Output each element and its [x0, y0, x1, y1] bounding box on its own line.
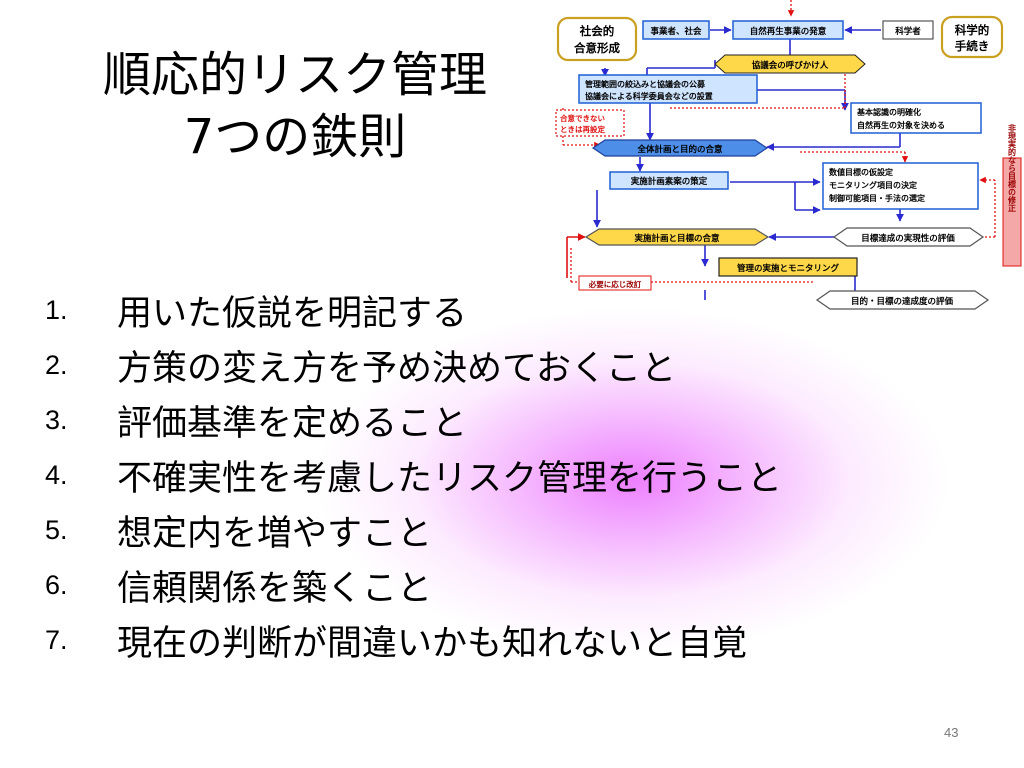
hypothesis-line-1: 数値目標の仮設定	[829, 167, 893, 177]
scientific-procedure-line-2: 手続き	[955, 39, 990, 53]
rule-item: 4. 不確実性を考慮したリスク管理を行うこと	[45, 448, 782, 503]
achievement-node	[815, 290, 990, 310]
rule-item: 6. 信頼関係を築くこと	[45, 558, 782, 613]
feasibility-label: 目標達成の実現性の評価	[861, 233, 955, 244]
achievement-label: 目的・目標の達成度の評価	[851, 296, 954, 307]
overall-consensus-label: 全体計画と目的の合意	[636, 144, 723, 155]
title-line-1: 順応的リスク管理	[102, 47, 487, 103]
rule-item: 5. 想定内を増やすこと	[45, 503, 782, 558]
rules-list: 1. 用いた仮説を明記する 2. 方策の変え方を予め決めておくこと 3. 評価基準を定…	[45, 283, 782, 668]
hypothesis-line-3: 制御可能項目・手法の選定	[829, 193, 925, 203]
rule-number: 3.	[45, 405, 68, 435]
rule-item: 2. 方策の変え方を予め決めておくこと	[45, 338, 782, 393]
rule-text: 信頼関係を築くこと	[117, 569, 433, 609]
council-call-node	[714, 54, 866, 74]
basic-recognition-line-2: 自然再生の対象を決める	[857, 120, 945, 130]
rule-text: 用いた仮説を明記する	[117, 294, 468, 334]
rule-text: 不確実性を考慮したリスク管理を行うこと	[117, 459, 783, 499]
rule-item: 1. 用いた仮説を明記する	[45, 283, 782, 338]
feedback-connectors	[562, 0, 996, 283]
no-consensus-line-1: 合意できない	[560, 113, 605, 123]
rule-text: 現在の判断が間違いかも知れないと自覚	[117, 624, 748, 664]
rule-number: 5.	[45, 515, 68, 545]
setup-line-2: 協議会による科学委員会などの設置	[585, 91, 713, 101]
hypothesis-line-2: モニタリング項目の決定	[829, 180, 917, 190]
revision-connector	[566, 233, 586, 278]
setup-node	[578, 74, 758, 104]
rule-text: 評価基準を定めること	[117, 404, 468, 444]
basic-recognition-line-1: 基本認識の明確化	[856, 107, 921, 117]
scientific-procedure-node	[940, 15, 1004, 59]
social-consensus-line-2: 合意形成	[574, 41, 620, 55]
social-consensus-line-1: 社会的	[579, 24, 615, 38]
flow-connectors	[593, 26, 904, 304]
setup-line-1: 管理範囲の絞込みと協議会の公募	[585, 79, 706, 89]
title-line-2: 7つの鉄則	[183, 109, 407, 165]
unrealistic-revision-tag	[1002, 157, 1022, 267]
plan-consensus-node	[584, 228, 770, 246]
rule-number: 7.	[45, 625, 68, 655]
council-call-label: 協議会の呼びかけ人	[752, 60, 829, 71]
revise-label: 必要に応じ改訂	[588, 279, 642, 289]
rule-number: 6.	[45, 570, 68, 600]
rule-number: 4.	[45, 460, 68, 490]
no-consensus-node	[555, 109, 625, 137]
rule-item: 3. 評価基準を定めること	[45, 393, 782, 448]
no-consensus-line-2: ときは再設定	[560, 124, 605, 134]
scientists-label: 科学者	[895, 26, 921, 37]
rule-text: 方策の変え方を予め決めておくこと	[117, 349, 676, 389]
stakeholders-node	[642, 20, 710, 40]
social-consensus-node	[556, 16, 638, 62]
hypothesis-node	[822, 162, 979, 210]
scientists-node	[882, 20, 934, 40]
initiation-node	[732, 20, 844, 40]
feasibility-node	[832, 227, 985, 247]
rule-number: 2.	[45, 350, 68, 380]
plan-consensus-label: 実施計画と目標の合意	[634, 233, 720, 244]
overall-consensus-node	[591, 139, 769, 157]
slide-title: 順応的リスク管理 7つの鉄則	[30, 44, 560, 168]
basic-recognition-node	[850, 102, 982, 134]
scientific-procedure-line-1: 科学的	[955, 23, 990, 37]
rule-number: 1.	[45, 295, 68, 325]
rule-text: 想定内を増やすこと	[117, 514, 433, 554]
draft-plan-node	[609, 171, 729, 190]
initiation-label: 自然再生事業の発意	[750, 26, 827, 37]
page-number: 43	[944, 725, 959, 740]
adaptive-management-flowchart: 社会的 合意形成 科学的 手続き 事業者、社会 自然再生事業の発意 科学者 協議…	[555, 0, 1022, 310]
revise-node	[578, 275, 652, 291]
management-label: 管理の実施とモニタリング	[737, 263, 840, 274]
unrealistic-revision-label: 非現実的なら目標の修正	[1007, 123, 1017, 212]
stakeholders-label: 事業者、社会	[650, 26, 702, 37]
management-node	[718, 257, 858, 277]
rule-item: 7. 現在の判断が間違いかも知れないと自覚	[45, 613, 782, 668]
draft-plan-label: 実施計画素案の策定	[631, 176, 708, 187]
